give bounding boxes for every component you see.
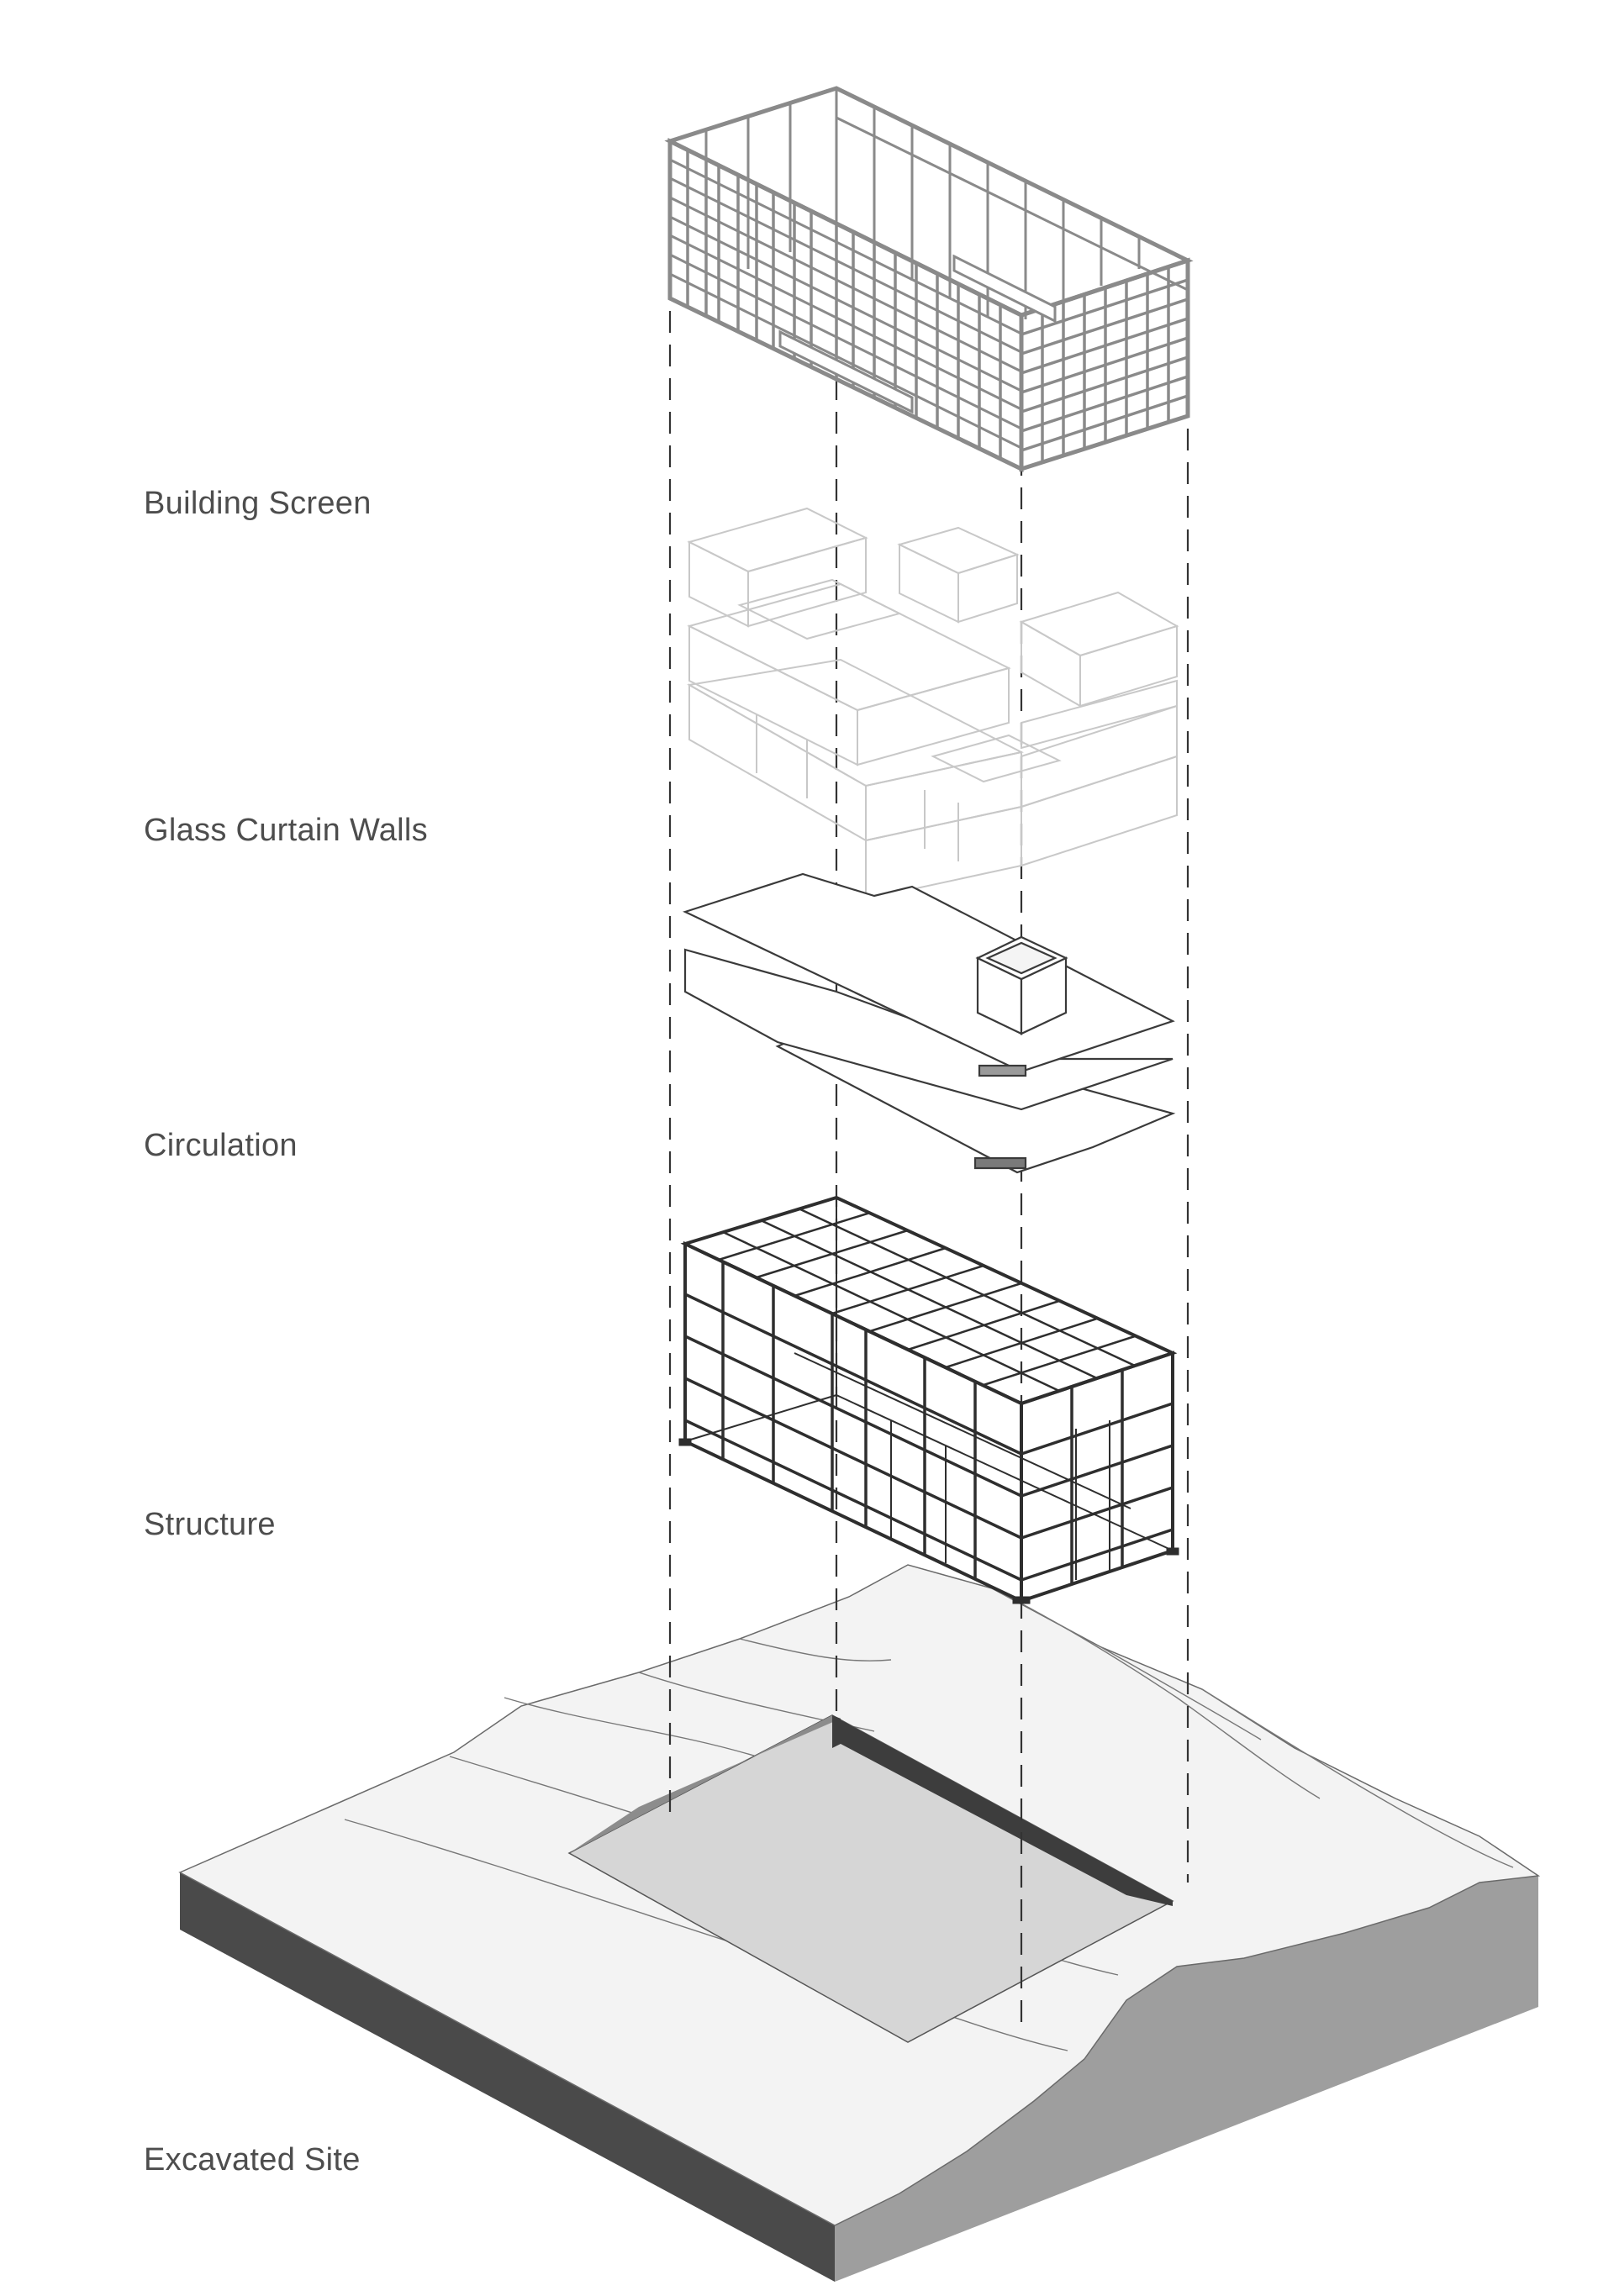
circulation-layer — [683, 872, 1176, 1174]
circulation-landing-2 — [973, 1156, 1027, 1170]
screen-back-grid — [704, 88, 1189, 319]
structure-left-face — [683, 1240, 1023, 1604]
label-building-screen: Building Screen — [144, 486, 372, 521]
glass-curtain-walls-layer — [687, 507, 1179, 901]
structure-base-plate-3 — [1166, 1547, 1179, 1556]
screen-left-transoms — [669, 158, 1022, 450]
excavated-site-layer — [178, 1564, 1541, 2282]
label-structure: Structure — [144, 1507, 276, 1542]
circulation-core-inner — [985, 941, 1058, 975]
site-front-face — [180, 1872, 835, 2282]
structure-columns-left — [721, 1262, 977, 1579]
structure-roof-grid — [718, 1207, 1136, 1393]
structure-base-plate-1 — [678, 1438, 692, 1446]
structure-floor-beams-left — [684, 1293, 1022, 1582]
structure-base-plate-2 — [1012, 1596, 1031, 1604]
structure-layer — [678, 1195, 1179, 1604]
pit-wall-left — [569, 1715, 841, 1853]
screen-right-grid — [1021, 267, 1189, 462]
label-glass-curtain-walls: Glass Curtain Walls — [144, 813, 428, 848]
screen-opening-low — [778, 329, 914, 414]
structure-floor-beams-right — [1021, 1370, 1174, 1584]
label-excavated-site: Excavated Site — [144, 2142, 361, 2178]
label-circulation: Circulation — [144, 1128, 298, 1163]
structure-right-face — [1020, 1351, 1174, 1604]
circulation-landing-1 — [978, 1064, 1027, 1077]
pit-wall-back — [832, 1715, 841, 1748]
building-screen-layer — [664, 86, 1194, 472]
structure-interior — [684, 1198, 1174, 1580]
circulation-slab-mid — [683, 948, 1174, 1111]
screen-opening-high — [952, 254, 1057, 324]
pit-wall-right — [832, 1715, 1173, 1906]
site-side-face — [835, 1867, 1538, 2282]
screen-left-mullions — [686, 150, 1002, 460]
screen-right-face — [1019, 257, 1190, 472]
